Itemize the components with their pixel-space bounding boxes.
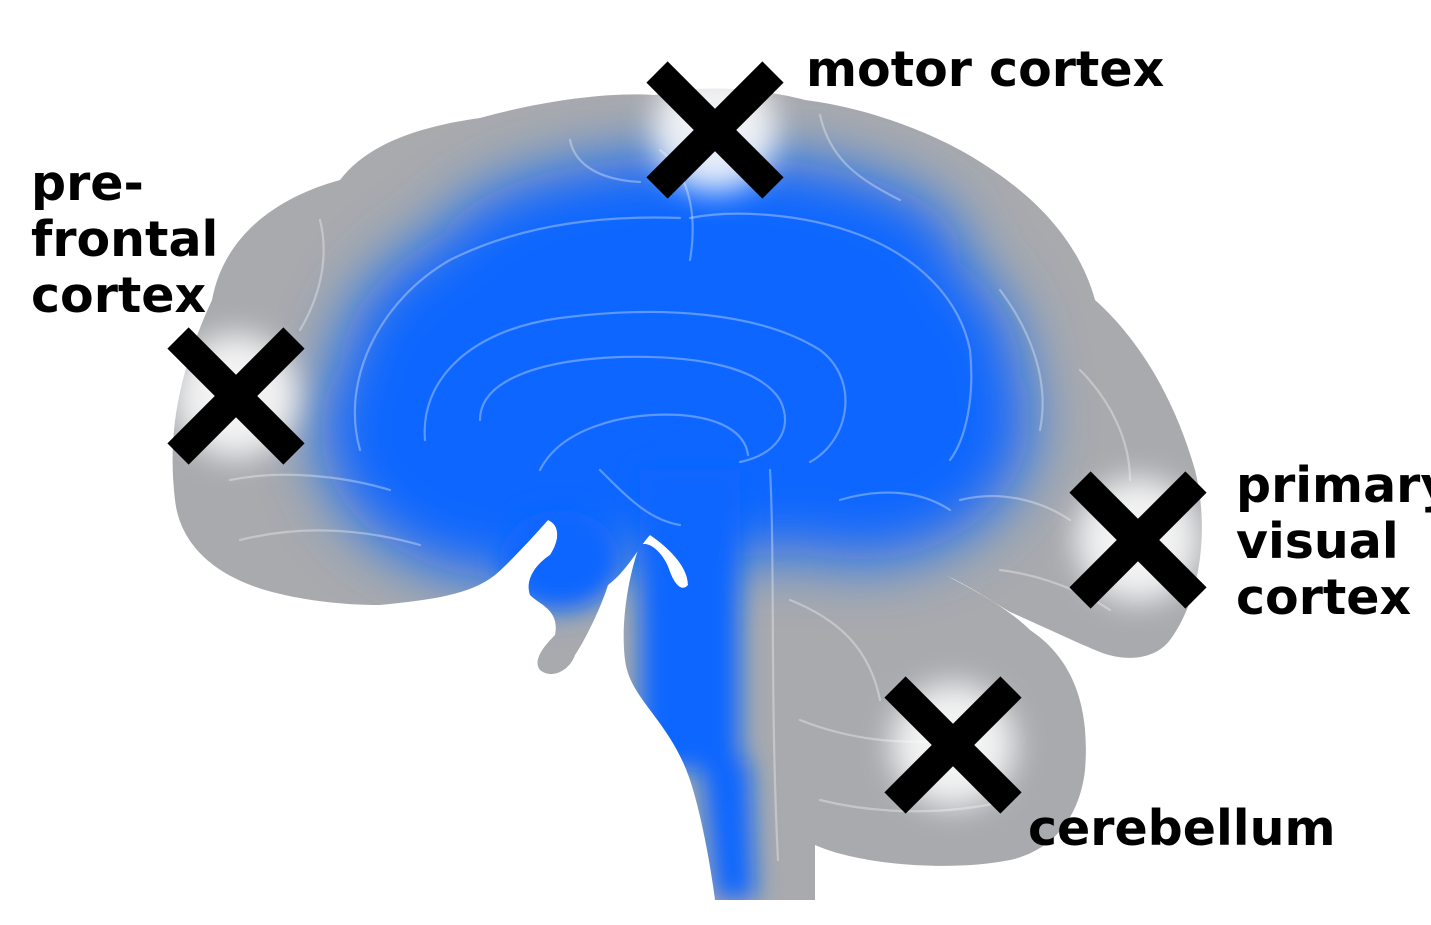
label-line: visual bbox=[1236, 513, 1399, 570]
label-line: cerebellum bbox=[1028, 800, 1336, 857]
label-line: pre- bbox=[31, 155, 144, 212]
label-line: cortex bbox=[31, 267, 206, 324]
label-primary-visual-cortex: primary visual cortex bbox=[1236, 457, 1431, 626]
label-line: frontal bbox=[31, 211, 218, 268]
label-line: motor cortex bbox=[806, 41, 1164, 98]
label-cerebellum: cerebellum bbox=[1028, 800, 1336, 857]
label-motor-cortex: motor cortex bbox=[806, 41, 1164, 98]
label-line: cortex bbox=[1236, 569, 1411, 626]
label-line: primary bbox=[1236, 457, 1431, 514]
